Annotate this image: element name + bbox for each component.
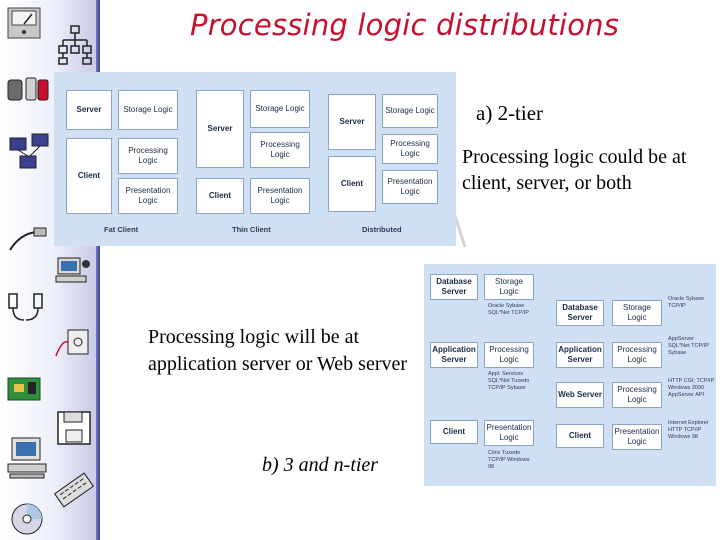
b-processing-box-right-1: Processing Logic xyxy=(612,342,662,368)
b-note-l3: Citrix Tuxedo TCP/IP Windows 98 xyxy=(488,450,530,470)
caption-thin-client: Thin Client xyxy=(232,225,271,234)
b-db-server-box-right: Database Server xyxy=(556,300,604,326)
thin-presentation-box: Presentation Logic xyxy=(250,178,310,214)
thin-client-box: Client xyxy=(196,178,244,214)
sidebar-divider xyxy=(96,0,100,540)
dist-client-box: Client xyxy=(328,156,376,212)
b-note-r1: Oracle Sybase TCP/IP xyxy=(668,296,705,309)
fat-presentation-box: Presentation Logic xyxy=(118,178,178,214)
label-2tier: a) 2-tier xyxy=(476,101,544,125)
dist-presentation-box: Presentation Logic xyxy=(382,170,438,204)
b-note-l1: Oracle Sybase SQL*Net TCP/IP xyxy=(488,303,529,316)
fat-client-box: Client xyxy=(66,138,112,214)
caption-fat-client: Fat Client xyxy=(104,225,139,234)
network-computers-icon xyxy=(9,133,49,169)
thin-storage-box: Storage Logic xyxy=(250,90,310,128)
description-3tier: Processing logic will be at application … xyxy=(148,326,408,375)
computer-user-icon xyxy=(55,257,90,283)
dist-processing-box-1: Processing Logic xyxy=(382,134,438,164)
b-presentation-box-left: Presentation Logic xyxy=(484,420,534,446)
b-note-l2: Appl. Services SQL*Net Tuxedo TCP/IP Syb… xyxy=(488,371,530,391)
cd-disc-icon xyxy=(11,503,43,535)
org-chart-icon xyxy=(58,25,92,65)
b-note-r2: AppServer SQL*Net TCP/IP Sybase xyxy=(668,336,709,356)
fat-processing-box: Processing Logic xyxy=(118,138,178,174)
connectors-icon xyxy=(8,293,43,321)
b-storage-box: Storage Logic xyxy=(484,274,534,300)
fat-server-box: Server xyxy=(66,90,112,130)
gauge-icon xyxy=(7,7,41,39)
b-processing-box: Processing Logic xyxy=(484,342,534,368)
description-2tier: Processing logic could be at client, ser… xyxy=(462,146,687,195)
b-web-server-box: Web Server xyxy=(556,382,604,408)
cable-icon xyxy=(9,227,47,251)
b-note-r3: HTTP CGI; TCP/IP Windows 2000 AppServer … xyxy=(668,378,715,398)
keyboard-icon xyxy=(54,472,94,508)
fat-storage-box: Storage Logic xyxy=(118,90,178,130)
b-storage-box-right: Storage Logic xyxy=(612,300,662,326)
thin-server-box: Server xyxy=(196,90,244,168)
plug-icon xyxy=(7,77,49,101)
dist-server-box: Server xyxy=(328,94,376,150)
b-app-server-box: Application Server xyxy=(430,342,478,368)
dist-storage-box: Storage Logic xyxy=(382,94,438,128)
b-presentation-box-right: Presentation Logic xyxy=(612,424,662,450)
circuit-board-icon xyxy=(7,377,41,401)
caption-distributed: Distributed xyxy=(362,225,402,234)
b-note-r4: Internet Explorer HTTP TCP/IP Windows 98 xyxy=(668,420,709,440)
floppy-disk-icon xyxy=(57,411,91,445)
label-ntier: b) 3 and n-tier xyxy=(262,454,379,476)
thin-processing-box: Processing Logic xyxy=(250,132,310,168)
b-app-server-box-right: Application Server xyxy=(556,342,604,368)
desktop-computer-icon xyxy=(7,437,47,479)
slide-title: Processing logic distributions xyxy=(190,8,620,42)
b-db-server-box: Database Server xyxy=(430,274,478,300)
b-client-box-left: Client xyxy=(430,420,478,444)
wall-socket-icon xyxy=(55,329,89,357)
b-client-box-right: Client xyxy=(556,424,604,448)
b-processing-box-right-2: Processing Logic xyxy=(612,382,662,408)
